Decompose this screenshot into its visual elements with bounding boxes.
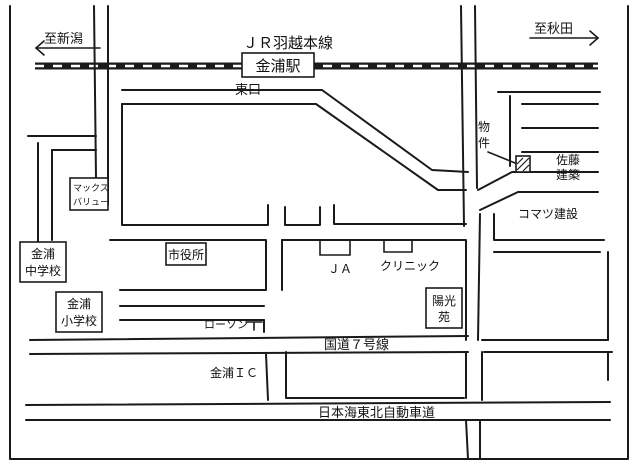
max-value-label-2: バリュー bbox=[73, 197, 109, 208]
to-akita-label: 至秋田 bbox=[534, 22, 573, 37]
yokoen-label-1: 陽光 bbox=[432, 294, 456, 308]
national-route-label: 国道７号線 bbox=[324, 337, 389, 353]
lawson-marker bbox=[245, 321, 263, 331]
max-value-label-1: マックス bbox=[73, 183, 109, 194]
junior-high-box bbox=[19, 241, 67, 283]
ja-marker bbox=[319, 239, 351, 256]
yokoen-label-2: 苑 bbox=[438, 310, 450, 324]
clinic-label: クリニック bbox=[380, 259, 440, 273]
elementary-label-1: 金浦 bbox=[67, 296, 91, 311]
city-hall-label: 市役所 bbox=[168, 247, 204, 262]
interchange-label: 金浦ＩＣ bbox=[210, 365, 258, 380]
property-label-2: 件 bbox=[478, 136, 490, 150]
railway-line-label: ＪＲ羽越本線 bbox=[243, 34, 333, 52]
map-frame bbox=[9, 5, 629, 460]
station-label: 金浦駅 bbox=[255, 57, 300, 75]
ja-label: ＪＡ bbox=[328, 262, 352, 276]
property-label-1: 物 bbox=[478, 120, 490, 134]
expressway-label: 日本海東北自動車道 bbox=[318, 405, 435, 421]
property-pointer bbox=[487, 151, 521, 166]
direction-east-arrow bbox=[529, 30, 600, 46]
junior-high-label-1: 金浦 bbox=[31, 246, 55, 261]
clinic-marker bbox=[383, 239, 413, 253]
station-box bbox=[241, 52, 315, 78]
street-network bbox=[25, 5, 613, 460]
komatsu-kensetsu-label: コマツ建設 bbox=[518, 206, 578, 221]
property-hatch bbox=[516, 157, 530, 172]
lawson-label: ローソン bbox=[204, 318, 248, 331]
yokoen-box bbox=[425, 287, 463, 329]
sato-kensetsu-label-2: 建築 bbox=[556, 167, 580, 182]
max-value-box bbox=[69, 177, 109, 211]
city-hall-box bbox=[165, 242, 207, 266]
junior-high-label-2: 中学校 bbox=[25, 263, 61, 278]
elementary-label-2: 小学校 bbox=[61, 313, 97, 328]
sato-kensetsu-label-1: 佐藤 bbox=[556, 153, 580, 167]
to-niigata-label: 至新潟 bbox=[44, 31, 83, 47]
direction-west-arrow bbox=[34, 40, 101, 56]
elementary-box bbox=[55, 291, 103, 333]
